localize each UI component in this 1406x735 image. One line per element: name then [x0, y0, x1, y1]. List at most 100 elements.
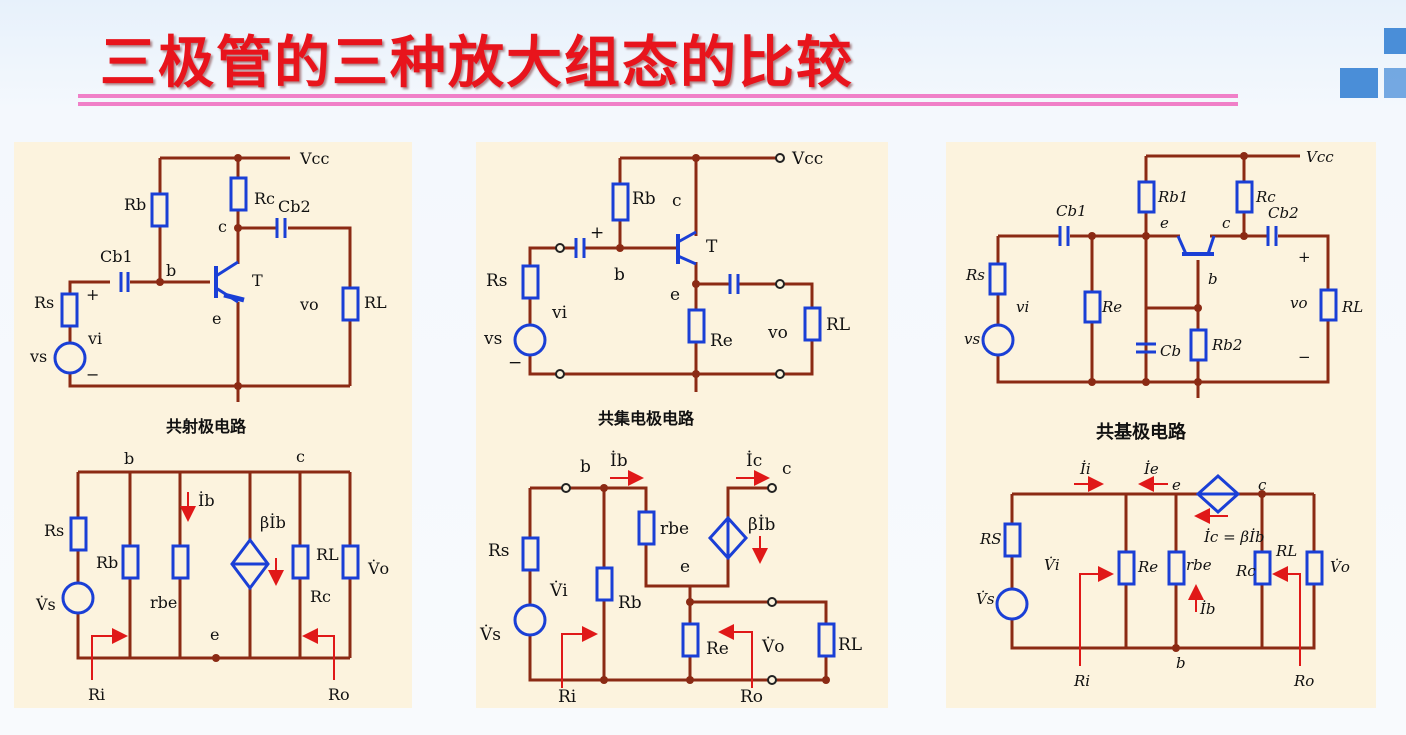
label: −	[1298, 348, 1311, 366]
resistor-icon	[1253, 550, 1272, 586]
resistor-icon	[1305, 550, 1324, 586]
label: RL	[838, 635, 862, 655]
label: Ro	[1293, 672, 1314, 690]
label: V̇o	[761, 637, 785, 657]
label: RL	[826, 315, 850, 335]
label: vo	[1290, 294, 1308, 312]
label: b	[124, 449, 134, 468]
label: RL	[1341, 298, 1363, 316]
decor-square	[1384, 28, 1406, 54]
ce-arrows	[91, 492, 335, 680]
label: Cb1	[100, 247, 133, 266]
ce-components	[53, 176, 360, 615]
label: V̇s	[35, 595, 56, 614]
label: Re	[1137, 558, 1158, 576]
label: c	[672, 191, 682, 211]
label: V̇i	[1044, 556, 1060, 574]
label: b	[166, 261, 176, 280]
label: Cb2	[1268, 204, 1299, 222]
label: Rb	[618, 593, 642, 613]
label: Re	[706, 639, 729, 659]
cc-labels: Vcc Rb c T b e Rs vs vi Re vo RL + − 共集电…	[479, 149, 862, 707]
label: Rs	[965, 266, 985, 284]
cb-labels: Vcc Cb1 Rb1 Rc Cb2 e c b Rs vi Re vo RL …	[964, 148, 1363, 690]
label: Rb	[124, 195, 146, 214]
label: V̇o	[367, 559, 389, 578]
page-title: 三极管的三种放大组态的比较	[100, 31, 854, 96]
resistor-icon	[681, 622, 700, 658]
caption: 共基极电路	[1096, 421, 1187, 443]
label: Re	[710, 331, 733, 351]
resistor-icon	[1117, 550, 1136, 586]
decor-square	[1384, 68, 1406, 98]
label: Ri	[558, 687, 577, 707]
label: −	[508, 353, 522, 373]
label: V̇s	[976, 590, 995, 608]
label: İc = βİb	[1203, 528, 1265, 546]
cb-arrows	[1074, 476, 1301, 666]
resistor-icon	[595, 566, 614, 602]
resistor-icon	[69, 516, 88, 552]
label: V̇i	[549, 581, 568, 601]
current-arrow-icon	[1079, 566, 1114, 666]
resistor-icon	[1189, 328, 1208, 362]
label: e	[1160, 214, 1169, 232]
resistor-icon	[687, 308, 706, 344]
label: e	[210, 625, 219, 644]
current-arrow-icon	[718, 624, 753, 688]
label: Ri	[1073, 672, 1090, 690]
label: İc	[746, 450, 762, 471]
label: vs	[29, 347, 47, 366]
label: vo	[299, 295, 319, 314]
label: Rb1	[1157, 188, 1188, 206]
label: Rs	[488, 541, 510, 561]
label: RL	[1275, 542, 1297, 560]
label: İb	[610, 450, 628, 471]
label: V̇o	[1330, 558, 1350, 576]
current-arrow-icon	[91, 628, 128, 680]
label: e	[670, 285, 680, 305]
label: V̇s	[479, 625, 501, 645]
label: c	[782, 459, 792, 479]
label: T	[706, 237, 718, 257]
resistor-icon	[1319, 288, 1338, 322]
voltage-source-icon	[981, 323, 1015, 357]
label: RL	[316, 545, 339, 564]
cb-nodes	[1088, 152, 1266, 652]
label: rbe	[1186, 556, 1212, 574]
label: vo	[767, 323, 788, 343]
resistor-icon	[171, 544, 190, 580]
decor-square	[1340, 68, 1378, 98]
label: e	[212, 309, 221, 328]
label: b	[1208, 270, 1218, 288]
label: Cb	[1160, 342, 1181, 360]
resistor-icon	[1235, 180, 1254, 214]
label: vi	[551, 303, 568, 323]
label: vs	[483, 329, 502, 349]
label: İi	[1079, 460, 1091, 478]
voltage-source-icon	[513, 603, 547, 637]
resistor-icon	[291, 544, 310, 580]
ce-nodes	[156, 154, 242, 662]
label: Cb1	[1056, 202, 1087, 220]
label: βİb	[748, 514, 776, 535]
resistor-icon	[637, 510, 656, 546]
label: −	[86, 365, 99, 384]
label: İe	[1143, 460, 1159, 478]
resistor-icon	[341, 544, 360, 580]
cc-terminals	[555, 153, 785, 685]
ce-circuit	[68, 156, 352, 660]
resistor-icon	[611, 182, 630, 222]
title-underline	[78, 94, 1238, 98]
resistor-icon	[1003, 522, 1022, 558]
label: Vcc	[299, 149, 330, 168]
resistor-icon	[121, 544, 140, 580]
label: c	[296, 447, 305, 466]
label: İb	[198, 490, 215, 510]
resistor-icon	[1137, 180, 1156, 214]
label: Re	[1101, 298, 1122, 316]
label: Rb	[96, 553, 118, 572]
label: T	[252, 271, 263, 290]
cc-arrows	[561, 470, 770, 688]
label: Rb2	[1211, 336, 1242, 354]
